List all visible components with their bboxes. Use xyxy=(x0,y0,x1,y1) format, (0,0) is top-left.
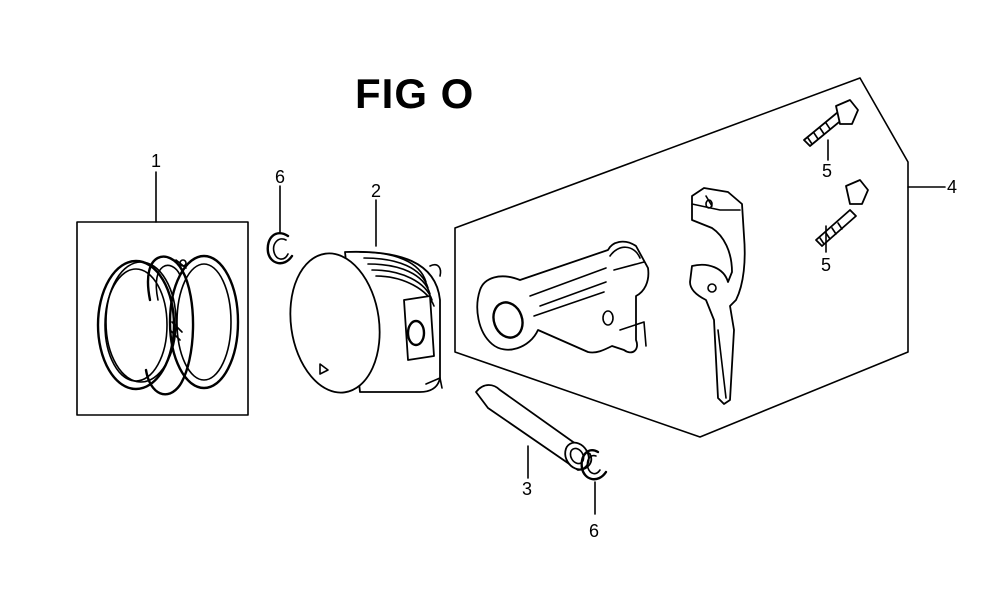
rod-cap xyxy=(689,187,746,405)
callout-bolt-upper: 5 xyxy=(822,161,833,181)
circlip-lower xyxy=(580,449,608,515)
callout-piston: 2 xyxy=(371,181,382,201)
callout-piston-pin: 3 xyxy=(522,479,533,499)
callout-piston-ring-set: 1 xyxy=(151,151,162,171)
piston xyxy=(289,199,443,394)
figure-title: FIG O xyxy=(355,70,475,117)
piston-ring-set xyxy=(76,171,249,416)
connecting-rod xyxy=(476,240,650,354)
callout-clip-lower: 6 xyxy=(589,521,600,541)
callout-bolt-lower: 5 xyxy=(821,255,832,275)
bolt-lower xyxy=(815,179,869,253)
callout-clip-upper: 6 xyxy=(275,167,286,187)
bolt-upper xyxy=(803,99,859,161)
callout-connecting-rod-assembly: 4 xyxy=(947,177,958,197)
circlip-upper xyxy=(266,185,294,265)
connecting-rod-assembly xyxy=(454,77,946,438)
piston-pin xyxy=(475,384,593,479)
